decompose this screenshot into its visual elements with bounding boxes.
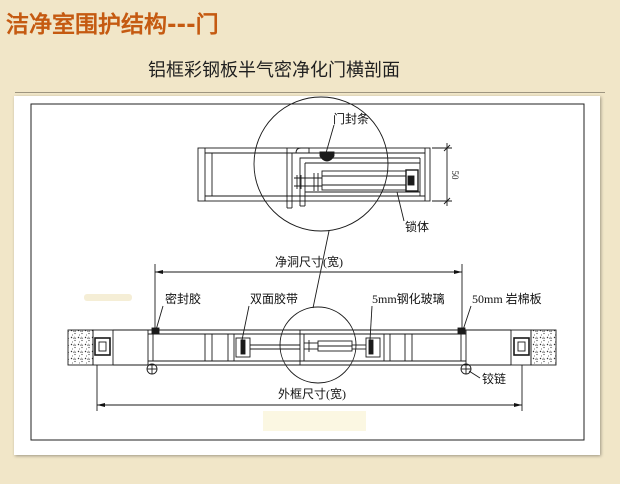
outer-frame-dimension — [96, 365, 523, 411]
hinge-right — [460, 363, 472, 375]
glass-bead-right — [365, 337, 381, 358]
faded-mark — [84, 294, 132, 301]
section-detail-circle — [279, 306, 357, 384]
glass-leader — [369, 305, 373, 341]
sealant-label: 密封胶 — [165, 291, 201, 306]
lock-body — [321, 169, 419, 192]
depth-dimension-label: 50 — [450, 171, 460, 181]
slide-title: 洁净室围护结构---门 — [6, 12, 219, 38]
lock-leader — [396, 191, 405, 222]
seal-hook — [295, 147, 310, 154]
door-leaf-profile — [295, 147, 421, 207]
lock-latch — [407, 175, 415, 186]
drawing-panel — [14, 96, 600, 455]
hinge-label: 铰链 — [482, 371, 506, 386]
rock-wool-label: 50mm 岩棉板 — [472, 291, 542, 306]
drawing-border — [30, 103, 585, 441]
glass-bead-left — [235, 337, 251, 358]
lock-faceplate — [405, 169, 419, 192]
wall-right — [530, 329, 557, 366]
door-section — [67, 305, 557, 384]
wall-left — [67, 329, 94, 366]
dim-tick — [443, 144, 451, 152]
frame-outline — [197, 147, 431, 202]
detail-link-line — [312, 230, 330, 309]
lock-case — [321, 170, 407, 191]
depth-dimension — [432, 143, 452, 206]
faded-box — [263, 411, 366, 431]
dim-tick — [443, 197, 451, 205]
frame-right-core — [517, 341, 526, 352]
header-divider — [15, 92, 605, 93]
rock-wool-leader — [462, 305, 472, 331]
tape-leader — [241, 305, 250, 341]
door-seal-strip — [319, 151, 335, 162]
seal-leader — [325, 124, 335, 154]
frame-right-tube — [513, 337, 530, 356]
top-detail-circle — [253, 96, 389, 232]
tape-mark-right — [368, 339, 374, 355]
tempered-glass-label: 5mm钢化玻璃 — [372, 292, 445, 306]
frame-right-outline — [510, 329, 532, 366]
lock-body-label: 锁体 — [405, 219, 429, 234]
tape-mark-left — [240, 339, 246, 355]
clear-opening-label: 净洞尺寸(宽) — [275, 254, 343, 269]
frame-left-tube — [94, 337, 111, 356]
door-frame-profile — [197, 147, 431, 209]
sealant-mark-right — [457, 327, 466, 335]
frame-left — [92, 329, 114, 366]
leaf-edge-outer — [299, 157, 420, 206]
hinge-left — [146, 363, 158, 375]
lock-spindle — [294, 173, 322, 191]
double-sided-tape-label: 双面胶带 — [250, 291, 298, 306]
slide-subtitle: 铝框彩钢板半气密净化门横剖面 — [148, 60, 400, 81]
sealant-leader — [155, 305, 164, 331]
frame-left-outline — [92, 329, 114, 366]
hinge-leader — [468, 370, 481, 379]
frame-right — [510, 329, 532, 366]
clear-opening-dimension — [154, 264, 463, 330]
outer-frame-label: 外框尺寸(宽) — [278, 386, 346, 401]
frame-left-core — [98, 341, 107, 352]
sealant-mark-left — [151, 327, 160, 335]
top-detail — [197, 96, 452, 309]
door-seal-label: 门封条 — [333, 111, 369, 126]
